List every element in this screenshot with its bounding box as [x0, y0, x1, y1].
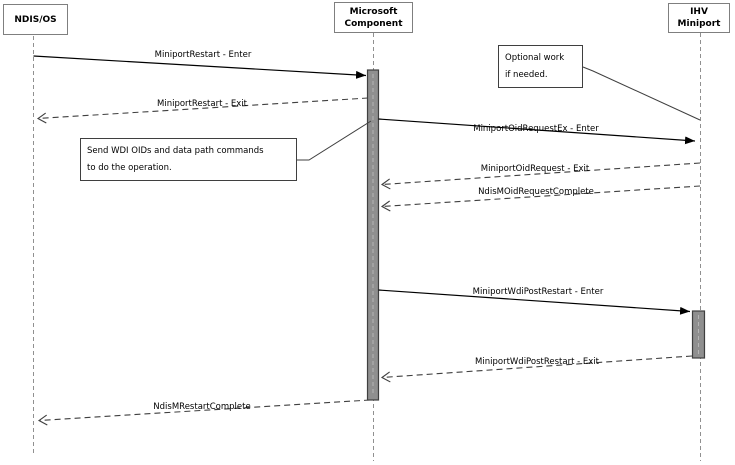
- actor-label-line: Component: [344, 18, 403, 29]
- arrow-miniport-wdi-post-restart-exit: [382, 355, 693, 378]
- arrow-ndis-m-oid-request-complete: [382, 185, 701, 207]
- note-text-line: to do the operation.: [87, 163, 172, 173]
- actor-label-line: Microsoft: [349, 6, 398, 17]
- note-text-line: Optional work: [505, 53, 565, 63]
- arrow-ndis-m-restart-complete: [39, 399, 371, 421]
- message-label-miniport-restart-enter: MiniportRestart - Enter: [154, 50, 252, 60]
- note-text-line: if needed.: [505, 70, 548, 80]
- message-label-miniport-restart-exit: MiniportRestart - Exit: [157, 99, 247, 109]
- actor-label-line: IHV: [690, 7, 708, 17]
- callout-line-optional-work: [582, 66, 701, 121]
- message-label-miniport-oid-request-ex-enter: MiniportOidRequestEx - Enter: [473, 124, 599, 134]
- message-label-ndis-m-oid-request-complete: NdisMOidRequestComplete: [478, 187, 594, 197]
- arrow-miniport-wdi-post-restart-enter: [378, 289, 691, 315]
- arrow-miniport-restart-enter: [33, 55, 367, 79]
- note-send-wdi-oids: Send WDI OIDs and data path commands to …: [80, 138, 297, 181]
- note-optional-work: Optional work if needed.: [498, 45, 583, 88]
- arrow-miniport-restart-exit: [38, 97, 369, 119]
- actor-box-microsoft-component: Microsoft Component: [334, 2, 413, 33]
- callout-line-send-wdi-oids: [297, 120, 372, 161]
- message-label-ndis-m-restart-complete: NdisMRestartComplete: [153, 402, 251, 412]
- actor-label: NDIS/OS: [14, 14, 57, 25]
- message-label-miniport-wdi-post-restart-enter: MiniportWdiPostRestart - Enter: [472, 287, 604, 297]
- actor-box-ihv-miniport: IHV Miniport: [668, 3, 730, 33]
- message-label-miniport-wdi-post-restart-exit: MiniportWdiPostRestart - Exit: [475, 357, 599, 367]
- actor-label-line: Miniport: [677, 19, 721, 29]
- arrow-miniport-oid-request-ex-enter: [378, 118, 696, 145]
- message-label-miniport-oid-request-exit: MiniportOidRequest - Exit: [480, 164, 590, 174]
- arrow-miniport-oid-request-exit: [382, 162, 701, 185]
- activation-bar-ihv-miniport: [691, 310, 706, 359]
- actor-box-ndis-os: NDIS/OS: [3, 4, 68, 35]
- note-text-line: Send WDI OIDs and data path commands: [87, 146, 264, 156]
